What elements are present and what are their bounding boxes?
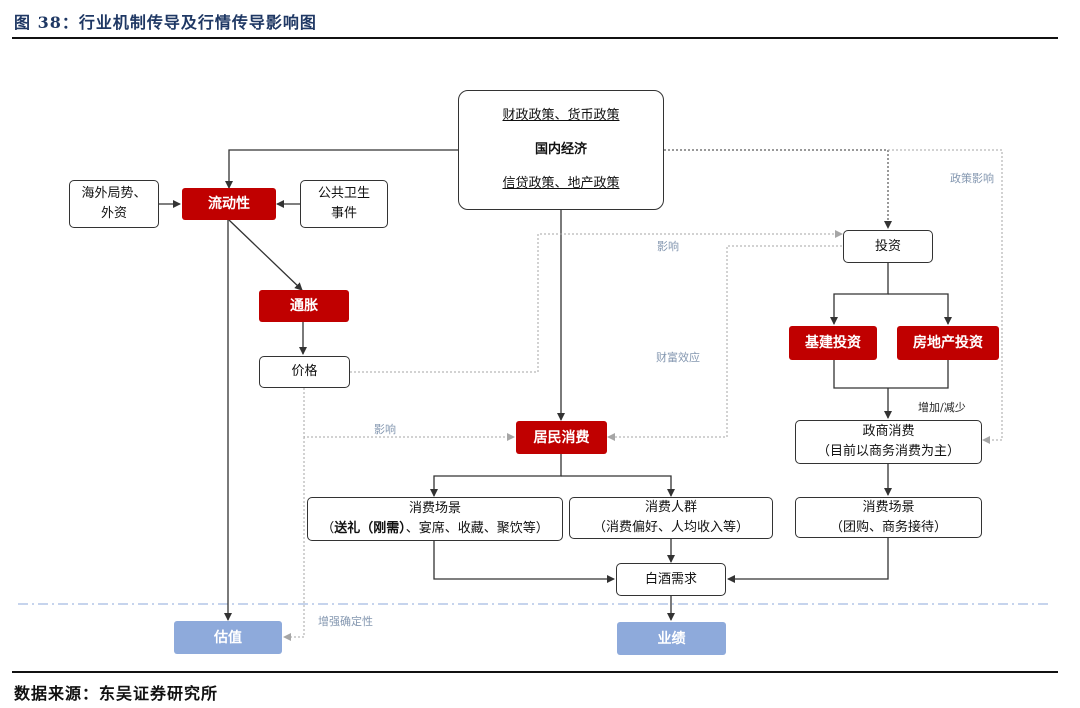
source-note: 数据来源：东吴证券研究所 (14, 684, 219, 703)
liquidity-text: 流动性 (208, 196, 250, 212)
overseas-line1: 海外局势、 (81, 186, 147, 201)
arrow-domestic-liquidity (225, 149, 458, 189)
inflation-box: 通胀 (259, 290, 349, 322)
inflation-text: 通胀 (290, 298, 318, 314)
crowd-line2: （消费偏好、人均收入等） (592, 520, 749, 535)
crowd-box: 消费人群 （消费偏好、人均收入等） (569, 497, 773, 539)
increase-decrease-label: 增加/减少 (918, 401, 966, 414)
health-box: 公共卫生 事件 (300, 180, 388, 228)
resident-text: 居民消费 (533, 429, 590, 446)
scene1-line1: 消费场景 (408, 501, 461, 516)
infrastructure-text: 基建投资 (805, 335, 861, 351)
liquidity-box: 流动性 (182, 188, 276, 220)
scene1-bold: 送礼（刚需） (334, 521, 406, 536)
scene1-paren-open: （ (321, 521, 335, 536)
demand-text: 白酒需求 (644, 571, 697, 587)
scene2-line1: 消费场景 (862, 499, 915, 515)
dotted-price-valuation (283, 437, 305, 641)
dotted-price-resident (303, 388, 515, 441)
arrow-scene1-demand (433, 541, 615, 583)
figure-title: 图 38：行业机制传导及行情传导影响图 (14, 13, 317, 32)
price-box: 价格 (259, 356, 350, 388)
crowd-line1: 消费人群 (644, 500, 697, 515)
real-estate-text: 房地产投资 (913, 335, 983, 351)
performance-text: 业绩 (657, 630, 686, 647)
arrow-invest-split (830, 263, 889, 325)
gov-line2: （目前以商务消费为主） (816, 444, 960, 459)
scene2-line2: （团购、商务接待） (829, 519, 947, 535)
policy-top-text: 财政政策、货币政策 (502, 108, 620, 123)
gov-consumption-box: 政商消费 （目前以商务消费为主） (795, 420, 982, 464)
top-rule (12, 37, 1058, 39)
arrow-resident-split-right (561, 475, 675, 497)
dotted-price-investment (350, 230, 843, 373)
enhance-certainty-label: 增强确定性 (318, 615, 373, 628)
domestic-text: 国内经济 (534, 142, 587, 157)
overseas-line2: 外资 (100, 206, 127, 221)
policy-influence-label: 政策影响 (950, 172, 994, 185)
arrow-invest-split-right (888, 293, 952, 325)
valuation-text: 估值 (214, 629, 242, 646)
bottom-rule (12, 671, 1058, 673)
policy-bottom-text: 信贷政策、地产政策 (502, 176, 620, 191)
arrow-resident-split (430, 454, 562, 497)
arrow-scene2-demand (727, 538, 889, 583)
investment-text: 投资 (874, 238, 901, 254)
dotted-wealth-effect (607, 245, 842, 441)
arrow-infra-merge (833, 360, 949, 389)
valuation-box: 估值 (174, 621, 282, 654)
scene2-box: 消费场景 （团购、商务接待） (795, 497, 982, 538)
domestic-economy-box: 财政政策、货币政策 国内经济 信贷政策、地产政策 (458, 90, 664, 210)
influence-top-label: 影响 (657, 240, 679, 253)
dotted-policy-influence (888, 149, 1003, 444)
scene1-rest: 、宴席、收藏、聚饮等） (405, 521, 549, 536)
overseas-box: 海外局势、 外资 (69, 180, 159, 228)
dotted-domestic-investment (664, 149, 892, 229)
scene1-box: 消费场景 （送礼（刚需）、宴席、收藏、聚饮等） (307, 497, 563, 541)
demand-box: 白酒需求 (616, 563, 726, 596)
gov-line1: 政商消费 (862, 424, 915, 439)
influence-mid-label: 影响 (374, 423, 396, 436)
health-line2: 事件 (330, 206, 357, 221)
infrastructure-box: 基建投资 (789, 326, 877, 360)
investment-box: 投资 (843, 230, 933, 263)
wealth-effect-label: 财富效应 (656, 351, 700, 364)
real-estate-box: 房地产投资 (897, 326, 999, 360)
resident-consumption-box: 居民消费 (516, 421, 607, 454)
arrow-liquidity-inflation (228, 219, 303, 291)
scene1-line2: （送礼（刚需）、宴席、收藏、聚饮等） (321, 519, 549, 539)
health-line1: 公共卫生 (317, 186, 370, 201)
performance-box: 业绩 (617, 622, 726, 655)
price-text: 价格 (291, 364, 318, 379)
